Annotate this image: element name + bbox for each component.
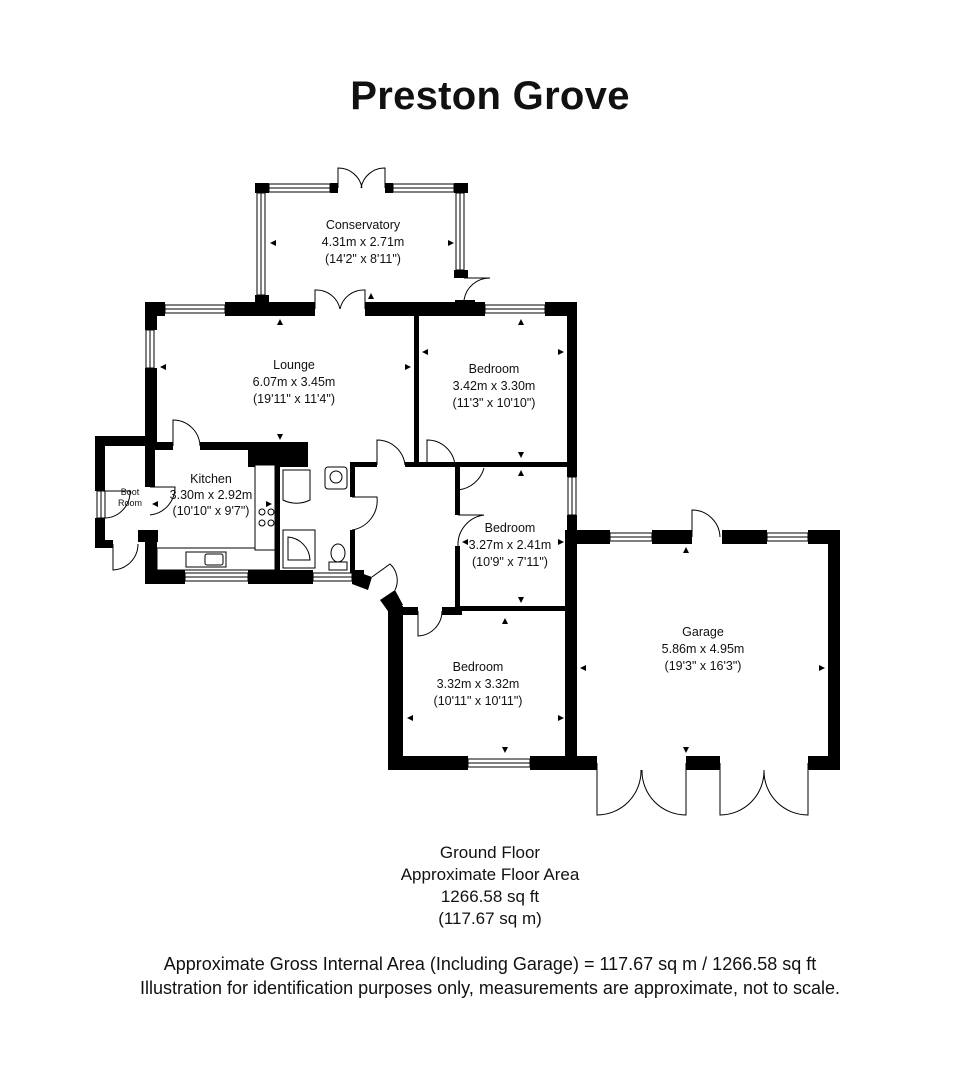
room-name: Bedroom bbox=[485, 521, 536, 535]
footer: Approximate Gross Internal Area (Includi… bbox=[0, 952, 980, 1000]
room-imperial: (10'10" x 9'7") bbox=[173, 504, 250, 518]
fixtures bbox=[156, 464, 348, 571]
doors bbox=[104, 167, 809, 816]
room-imperial: (19'3" x 16'3") bbox=[665, 659, 742, 673]
floor-area-label: Approximate Floor Area bbox=[400, 865, 580, 884]
room-metric: 6.07m x 3.45m bbox=[253, 375, 336, 389]
room-metric: 5.86m x 4.95m bbox=[662, 642, 745, 656]
floor-area-sqm: (117.67 sq m) bbox=[438, 909, 542, 928]
gross-area-text: Approximate Gross Internal Area (Includi… bbox=[163, 954, 817, 974]
disclaimer-text: Illustration for identification purposes… bbox=[139, 978, 841, 998]
room-kitchen: Kitchen 3.30m x 2.92m (10'10" x 9'7") bbox=[170, 472, 253, 518]
room-name: Lounge bbox=[273, 358, 315, 372]
room-bedroom-3: Bedroom 3.32m x 3.32m (10'11" x 10'11") bbox=[434, 660, 523, 708]
room-metric: 3.27m x 2.41m bbox=[469, 538, 552, 552]
room-name: Bedroom bbox=[453, 660, 504, 674]
room-lounge: Lounge 6.07m x 3.45m (19'11" x 11'4") bbox=[253, 358, 336, 406]
room-bedroom-1: Bedroom 3.42m x 3.30m (11'3" x 10'10") bbox=[453, 362, 536, 410]
room-metric: 3.30m x 2.92m bbox=[170, 488, 253, 502]
room-metric: 3.32m x 3.32m bbox=[437, 677, 520, 691]
room-garage: Garage 5.86m x 4.95m (19'3" x 16'3") bbox=[662, 625, 745, 673]
floor-summary: Ground Floor Approximate Floor Area 1266… bbox=[0, 842, 980, 930]
room-name-line-2: Room bbox=[118, 498, 142, 508]
room-name: Bedroom bbox=[469, 362, 520, 376]
room-arrows bbox=[152, 240, 825, 753]
floor-name: Ground Floor bbox=[439, 843, 541, 862]
room-boot-room: Boot Room bbox=[118, 487, 142, 508]
walls bbox=[95, 183, 840, 770]
room-name: Kitchen bbox=[190, 472, 232, 486]
room-metric: 3.42m x 3.30m bbox=[453, 379, 536, 393]
room-name: Conservatory bbox=[326, 218, 401, 232]
floor-area-sqft: 1266.58 sq ft bbox=[440, 887, 540, 906]
plan-title: Preston Grove bbox=[350, 74, 630, 118]
windows bbox=[96, 183, 809, 768]
room-name: Garage bbox=[682, 625, 724, 639]
room-name-line-1: Boot bbox=[121, 487, 140, 497]
room-imperial: (14'2" x 8'11") bbox=[325, 252, 401, 266]
room-bedroom-2: Bedroom 3.27m x 2.41m (10'9" x 7'11") bbox=[469, 521, 552, 569]
room-imperial: (11'3" x 10'10") bbox=[453, 396, 536, 410]
room-imperial: (19'11" x 11'4") bbox=[253, 392, 335, 406]
room-imperial: (10'11" x 10'11") bbox=[434, 694, 523, 708]
room-metric: 4.31m x 2.71m bbox=[322, 235, 405, 249]
room-imperial: (10'9" x 7'11") bbox=[472, 555, 548, 569]
room-conservatory: Conservatory 4.31m x 2.71m (14'2" x 8'11… bbox=[322, 218, 405, 266]
